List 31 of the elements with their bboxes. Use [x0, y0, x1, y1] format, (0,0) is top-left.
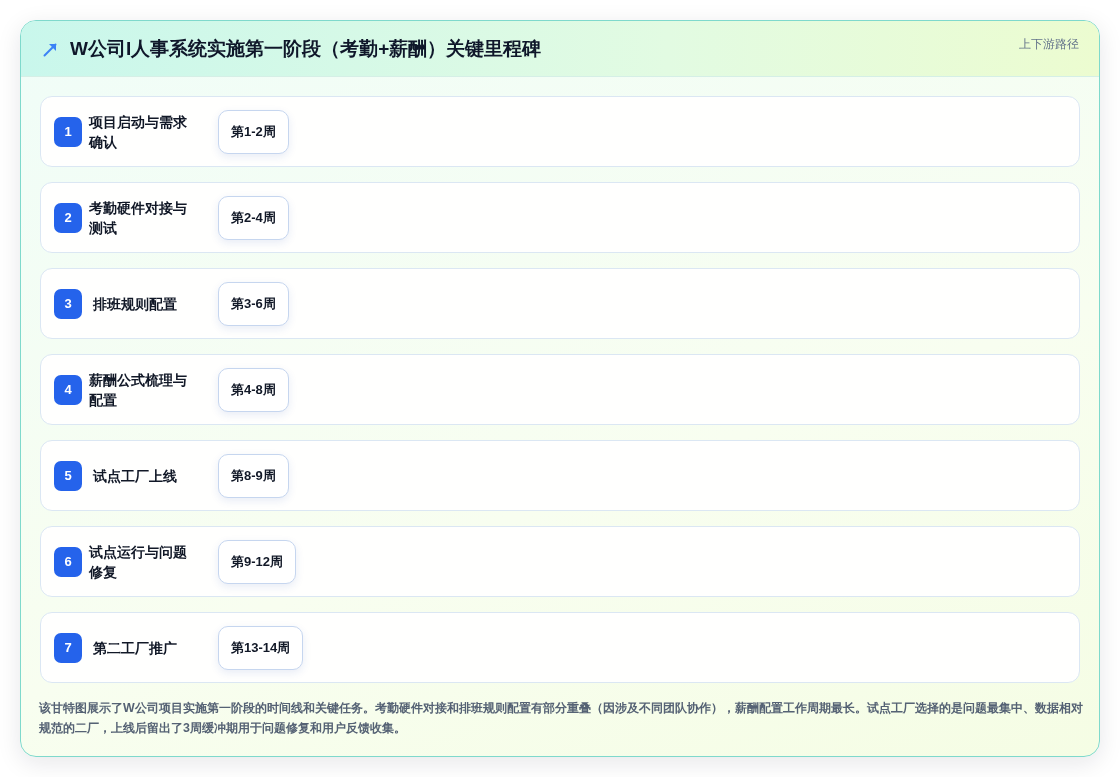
task-name: 考勤硬件对接与测试 [89, 199, 188, 238]
week-range-tag: 第1-2周 [218, 110, 289, 154]
step-number-badge: 1 [54, 117, 82, 147]
week-range-tag: 第2-4周 [218, 196, 289, 240]
step-number-badge: 4 [54, 375, 82, 405]
task-name: 试点运行与问题修复 [89, 543, 188, 582]
caption-text: 该甘特图展示了W公司项目实施第一阶段的时间线和关键任务。考勤硬件对接和排班规则配置有部分重叠（因涉及不同团队协作），薪酬配置工作周期最长。试点工厂选择的是问题最集中、数据相对规范的二厂，上线后留出了3周缓冲期用于问题修复和用户反馈收集。 [39, 700, 1084, 737]
week-range-tag: 第9-12周 [218, 540, 297, 584]
task-card [40, 354, 1080, 425]
step-number-badge: 5 [54, 461, 82, 491]
diagram-title: W公司I人事系统实施第一阶段（考勤+薪酬）关键里程碑 [70, 37, 542, 61]
task-card [40, 96, 1080, 167]
task-name: 薪酬公式梳理与配置 [89, 371, 188, 410]
step-number-badge: 6 [54, 547, 82, 577]
task-card [40, 440, 1080, 511]
task-name: 试点工厂上线 [93, 467, 178, 486]
task-card [40, 612, 1080, 683]
task-card [40, 526, 1080, 597]
week-range-tag: 第8-9周 [218, 454, 289, 498]
week-range-tag: 第13-14周 [218, 626, 304, 670]
task-name: 第二工厂推广 [93, 639, 178, 658]
week-range-tag: 第4-8周 [218, 368, 289, 412]
week-range-tag: 第3-6周 [218, 282, 289, 326]
step-number-badge: 7 [54, 633, 82, 663]
task-name: 排班规则配置 [93, 295, 178, 314]
task-name: 项目启动与需求确认 [89, 113, 188, 152]
task-card [40, 182, 1080, 253]
step-number-badge: 3 [54, 289, 82, 319]
step-number-badge: 2 [54, 203, 82, 233]
header-link-text: 上下游路径 [1019, 36, 1079, 52]
task-card [40, 268, 1080, 339]
